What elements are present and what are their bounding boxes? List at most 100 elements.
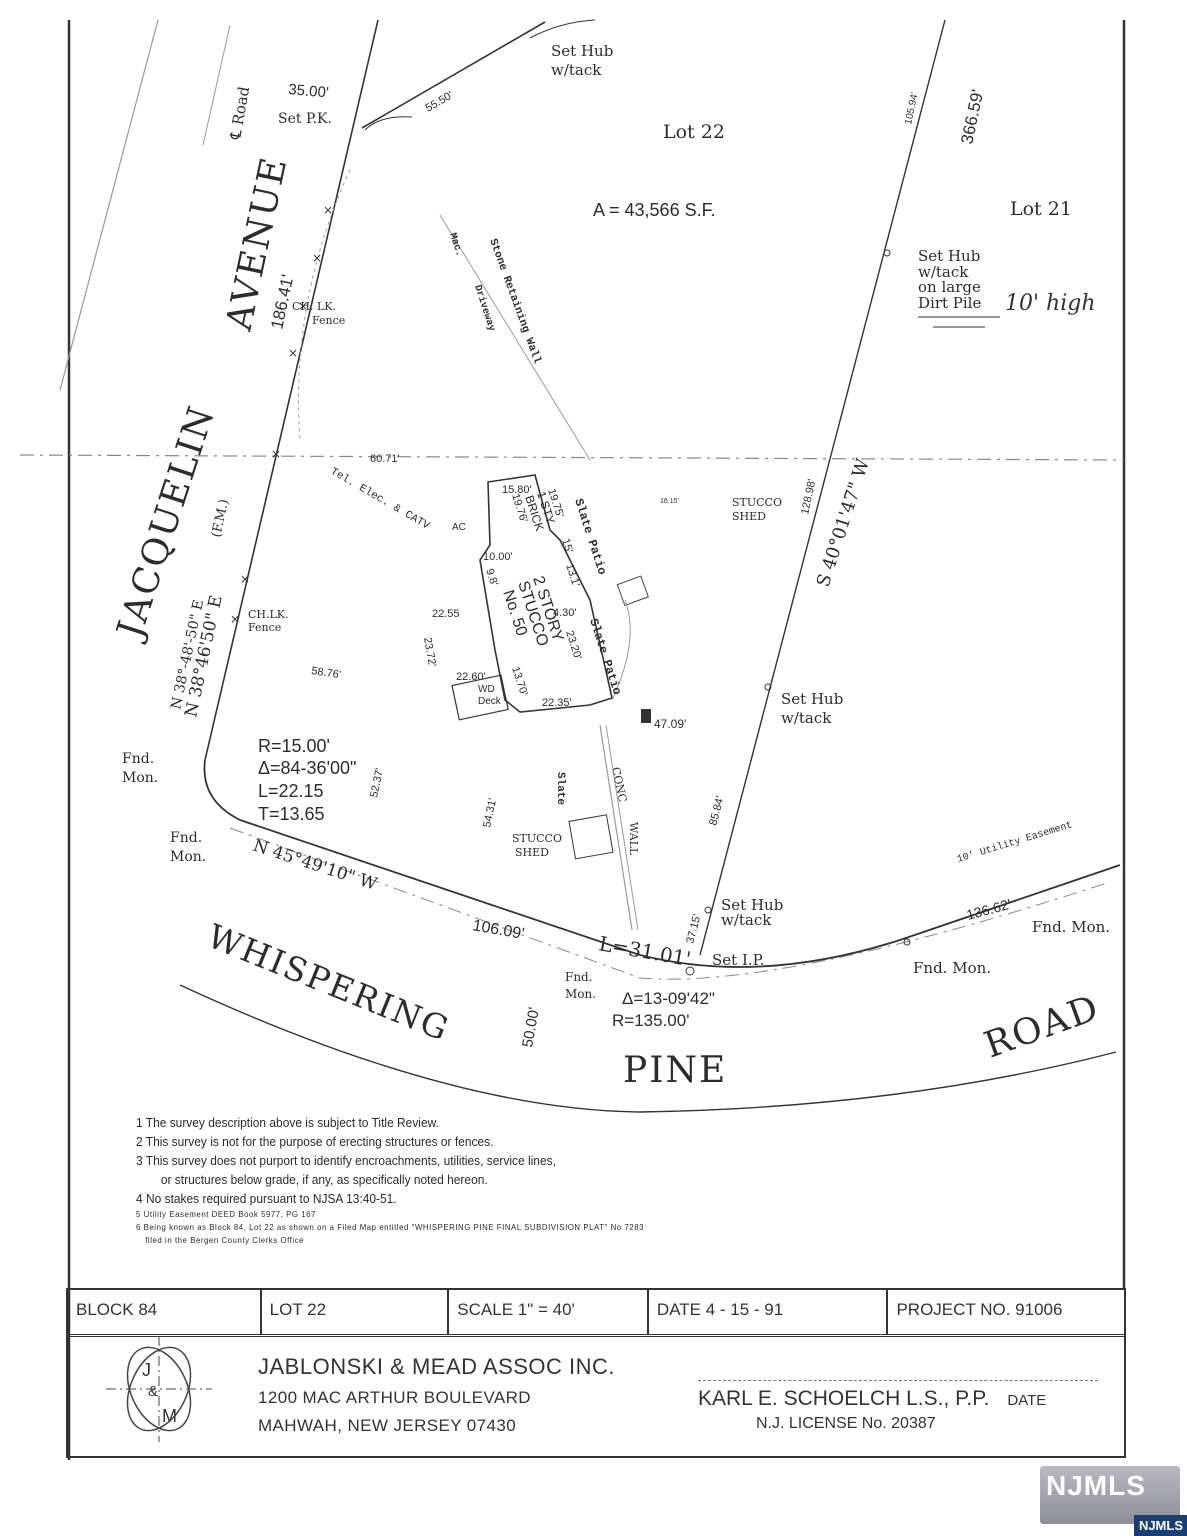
svg-text:L=22.15: L=22.15 xyxy=(258,781,324,801)
setback-e-dim: 23.72' xyxy=(421,636,438,667)
date-cell: DATE 4 - 15 - 91 xyxy=(649,1290,889,1334)
svg-text:SHED: SHED xyxy=(515,846,549,859)
svg-text:4.30': 4.30' xyxy=(553,607,577,619)
handwritten-note: 10' high xyxy=(1005,291,1096,316)
front-curve-line xyxy=(639,864,1121,968)
fence-label-south: CH.LK. Fence xyxy=(248,608,289,634)
lot-cell: LOT 22 xyxy=(262,1290,450,1334)
right-of-way-dim: 50.00' xyxy=(519,1006,543,1049)
fnd-mon-far-east: Fnd. Mon. xyxy=(1032,918,1110,936)
svg-text:w/tack: w/tack xyxy=(721,911,772,929)
fence-label-north: CH. LK. Fence xyxy=(292,300,345,327)
firm-address-2: MAHWAH, NEW JERSEY 07430 xyxy=(258,1416,517,1435)
svg-text:CH.LK.: CH.LK. xyxy=(248,608,289,621)
surveyor-name: KARL E. SCHOELCH L.S., P.P. xyxy=(698,1387,990,1410)
firm-address-1: 1200 MAC ARTHUR BOULEVARD xyxy=(258,1388,531,1407)
svg-text:13.1': 13.1' xyxy=(563,562,582,588)
svg-text:SHED: SHED xyxy=(732,510,766,523)
signature-line xyxy=(698,1380,1098,1381)
east-short-dim: 37.15' xyxy=(684,913,703,945)
svg-text:Fence: Fence xyxy=(248,621,281,634)
centerline-label: ℄ Road xyxy=(226,85,253,142)
fence-marks: ××××××× xyxy=(230,203,333,626)
block-cell: BLOCK 84 xyxy=(68,1290,262,1334)
house-labels: 2 STORY STUCCO No. 50 1 STY BRICK WD Dec… xyxy=(456,484,584,709)
svg-text:Fnd.: Fnd. xyxy=(122,751,154,767)
svg-text:R=135.00': R=135.00' xyxy=(612,1011,689,1030)
svg-text:J: J xyxy=(142,1360,151,1380)
firm-info: JABLONSKI & MEAD ASSOC INC. 1200 MAC ART… xyxy=(258,1354,615,1436)
watermark-badge: NJMLS xyxy=(1133,1515,1187,1536)
retaining-wall-label: Stone Retaining Wall xyxy=(486,237,543,366)
retaining-wall-line xyxy=(439,214,591,461)
note-6-continued: filed in the Bergen County Clerks Office xyxy=(145,1235,305,1245)
curve-arc-dim: L=31.01' xyxy=(597,931,693,971)
svg-text:CH. LK.: CH. LK. xyxy=(292,300,336,313)
svg-text:w/tack: w/tack xyxy=(551,61,602,79)
svg-text:10.00': 10.00' xyxy=(483,551,513,563)
svg-text:Set Hub: Set Hub xyxy=(721,896,783,914)
ac-label: AC xyxy=(452,522,466,533)
mac-label: Mac. xyxy=(446,232,464,258)
avenue-offset-dim: 35.00' xyxy=(288,81,330,101)
wall-label: WALL xyxy=(627,822,640,856)
njmls-watermark: NJMLS NJMLS xyxy=(1040,1466,1187,1536)
fnd-mon-west: Fnd. Mon. xyxy=(122,751,158,786)
utility-line xyxy=(19,454,1125,461)
hub-arc xyxy=(529,19,596,39)
svg-text:STUCCO: STUCCO xyxy=(732,496,782,509)
road-south-line xyxy=(179,984,1117,1113)
corner-curve-data: R=15.00' Δ=84-36'00" L=22.15 T=13.65 xyxy=(258,736,356,824)
svg-text:Set Hub: Set Hub xyxy=(551,42,613,60)
svg-text:×: × xyxy=(230,612,240,626)
slate-patio-upper: Slate Patio xyxy=(571,497,609,577)
svg-text:22.60': 22.60' xyxy=(456,671,486,683)
ip-marker xyxy=(685,966,695,976)
north-property-line xyxy=(361,21,546,129)
area-label: A = 43,566 S.F. xyxy=(593,200,716,220)
hub-marker xyxy=(704,906,712,914)
front-curve-data: Δ=13-09'42" R=135.00' xyxy=(612,989,715,1030)
svg-text:M: M xyxy=(162,1406,177,1426)
svg-text:Set Hub: Set Hub xyxy=(918,247,980,265)
front-property-line xyxy=(203,759,641,956)
svg-text:×: × xyxy=(271,447,281,461)
svg-text:on large: on large xyxy=(918,278,981,296)
firm-name: JABLONSKI & MEAD ASSOC INC. xyxy=(258,1354,616,1379)
street-name-whispering: WHISPERING xyxy=(202,916,456,1049)
set-hub-dirt-pile: Set Hub w/tack on large Dirt Pile xyxy=(918,247,1000,328)
north-line-dim: 55.50' xyxy=(424,89,456,114)
surveyor-signature-block: KARL E. SCHOELCH L.S., P.P.DATE N.J. LIC… xyxy=(698,1354,1128,1433)
svg-text:×: × xyxy=(323,203,333,217)
east-lower-dim: 85.84' xyxy=(707,795,726,827)
svg-text:Mon.: Mon. xyxy=(122,770,158,786)
slate-label: Slate xyxy=(554,772,566,805)
utility-line-label: Tel. Elec. & CATV xyxy=(328,466,432,533)
project-cell: PROJECT NO. 91006 xyxy=(896,1300,1063,1319)
svg-text:Mon.: Mon. xyxy=(565,987,596,1001)
mon-marker xyxy=(903,938,911,946)
surveyor-license: N.J. LICENSE No. 20387 xyxy=(756,1415,936,1432)
conc-label: CONC xyxy=(609,766,629,803)
easement-label: 10' Utility Easement xyxy=(956,819,1074,866)
setback-b-dim: 60.71' xyxy=(370,453,400,465)
svg-text:Δ=84-36'00": Δ=84-36'00" xyxy=(258,758,356,778)
street-name-road: ROAD xyxy=(979,987,1105,1066)
note-6: 6 Being known as Block 84, Lot 22 as sho… xyxy=(136,1222,645,1232)
note-5: 5 Utility Easement DEED Book 5977, PG 16… xyxy=(136,1209,316,1219)
svg-text:×: × xyxy=(240,572,250,586)
east-property-line xyxy=(699,19,946,956)
note-2: 2 This survey is not for the purpose of … xyxy=(136,1134,494,1149)
set-hub-front: Set Hub w/tack xyxy=(721,896,783,929)
svg-text:Fence: Fence xyxy=(312,314,345,327)
avenue-far-line xyxy=(59,19,159,391)
east-bearing: S 40°01'47" W xyxy=(813,456,874,590)
set-pk-label: Set P.K. xyxy=(278,111,332,127)
shed-dim: 16.15' xyxy=(660,498,679,505)
svg-text:&: & xyxy=(148,1383,158,1400)
svg-text:w/tack: w/tack xyxy=(781,709,832,727)
lot-21-label: Lot 21 xyxy=(1010,198,1072,220)
set-hub-north: Set Hub w/tack xyxy=(551,42,613,79)
svg-text:w/tack: w/tack xyxy=(918,263,969,281)
set-hub-east: Set Hub w/tack xyxy=(781,690,843,727)
